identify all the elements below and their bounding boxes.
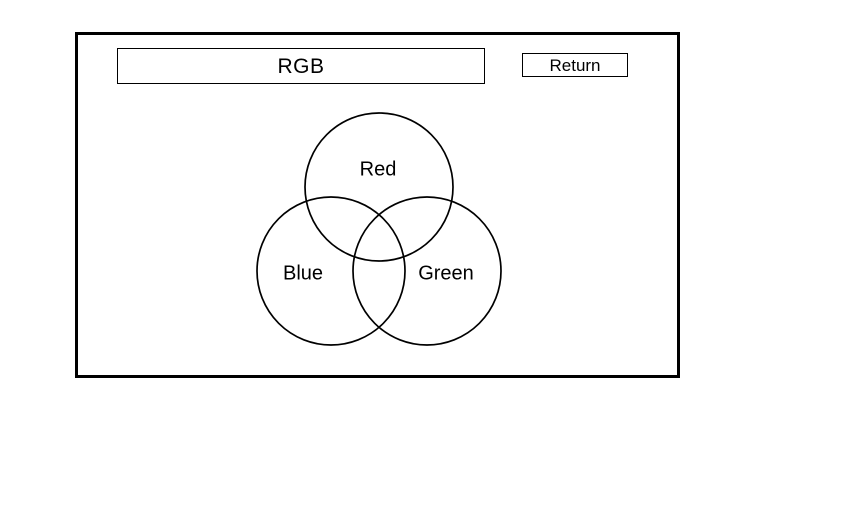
venn-label-blue: Blue: [283, 262, 323, 284]
venn-label-red: Red: [360, 158, 397, 180]
venn-label-green: Green: [418, 262, 474, 284]
venn-circle-green[interactable]: [352, 196, 502, 346]
venn-circle-red[interactable]: [304, 112, 454, 262]
application-frame: Red Blue Green RGB Return: [75, 32, 680, 378]
title-input[interactable]: RGB: [117, 48, 485, 84]
return-button[interactable]: Return: [522, 53, 628, 77]
venn-circle-blue[interactable]: [256, 196, 406, 346]
venn-diagram-canvas: Red Blue Green: [256, 112, 502, 346]
venn-diagram: Red Blue Green: [78, 35, 677, 375]
